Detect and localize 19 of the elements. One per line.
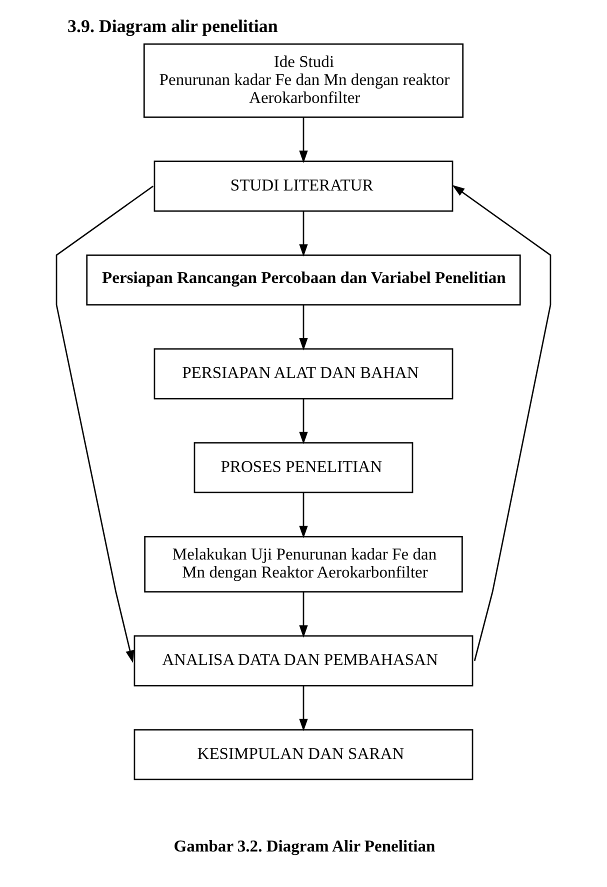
node-box: ANALISA DATA DAN PEMBAHASAN [134,635,474,686]
arrow [299,211,308,257]
diagram-title: 3.9. Diagram alir penelitian [68,16,278,36]
node-box: KESIMPULAN DAN SARAN [134,729,474,780]
arrow [299,117,308,164]
arrow [452,184,552,661]
arrow [299,592,308,638]
node-box: Ide Studi Penurunan kadar Fe dan Mn dengan reaktor Aerokarbonfilter [143,43,464,118]
arrow [299,399,308,444]
node-box: STUDI LITERATUR [154,160,454,212]
node-box: Melakukan Uji Penurunan kadar Fe dan Mn dengan Reaktor Aerokarbonfilter [144,536,463,593]
arrow [299,305,308,350]
node-box: PERSIAPAN ALAT DAN BAHAN [154,348,454,400]
arrow [299,686,308,732]
node-box: Persiapan Rancangan Percobaan dan Variabel Penelitian [86,254,521,306]
arrow [56,186,154,663]
arrow [299,492,308,538]
caption: Gambar 3.2. Diagram Alir Penelitian [174,836,436,856]
node-box: PROSES PENELITIAN [194,442,414,494]
